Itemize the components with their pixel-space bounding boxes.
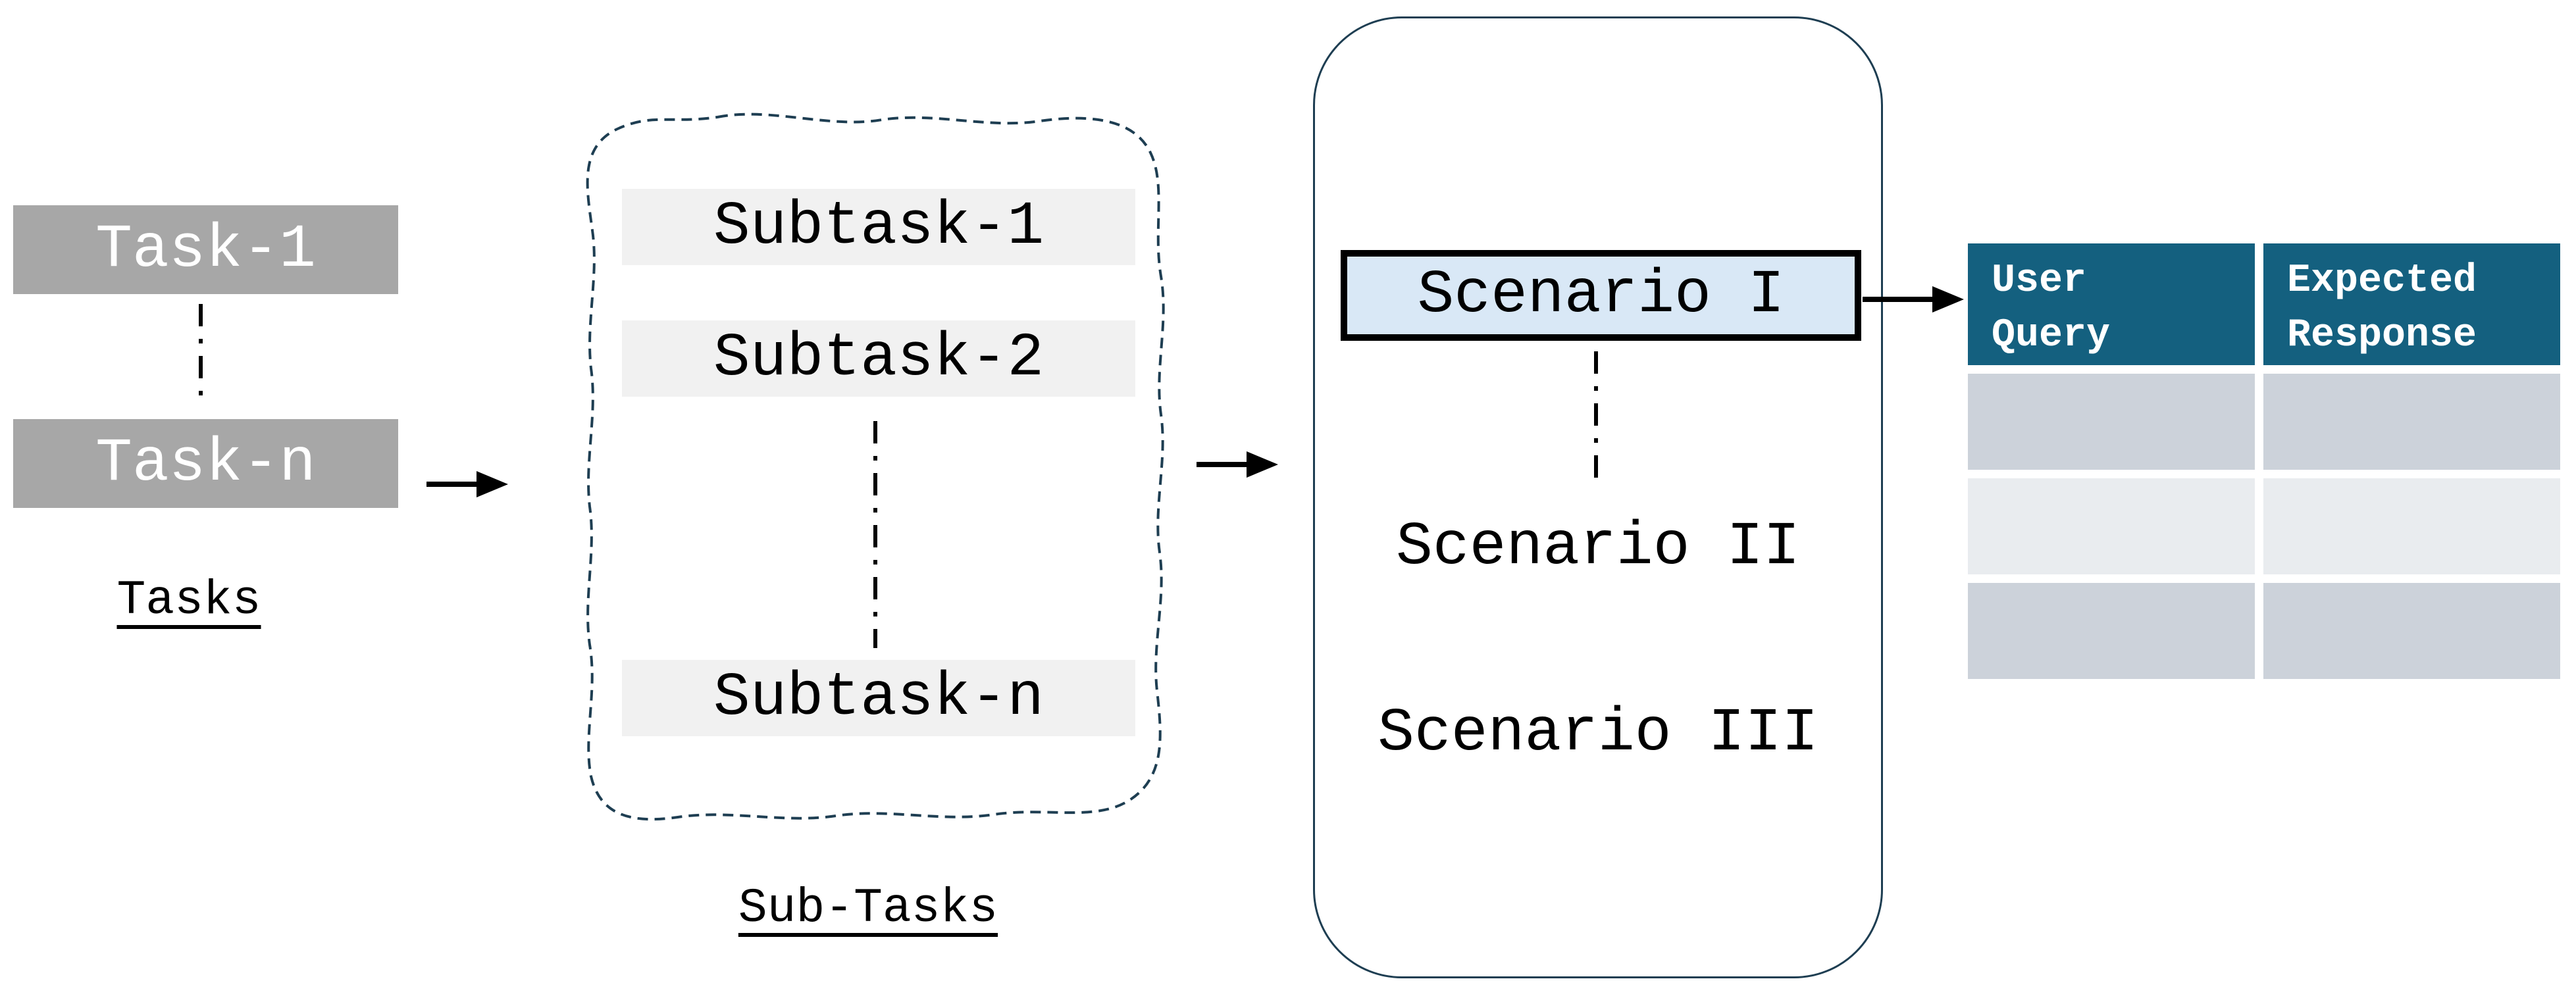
subtasks-to-scenarios-arrow-icon	[1197, 451, 1278, 478]
table-cell	[2263, 478, 2560, 574]
table-header-expected-response: Expected Response	[2263, 243, 2560, 365]
subtasks-group-label: Sub-Tasks	[738, 881, 998, 936]
scenario-2-label: Scenario II	[1396, 513, 1800, 582]
table-header-user-query: User Query	[1968, 243, 2255, 365]
scenario-1-box: Scenario I	[1341, 250, 1861, 341]
table-cell	[2263, 583, 2560, 679]
tasks-to-subtasks-arrow-icon	[426, 471, 508, 497]
table-cell	[1968, 374, 2255, 470]
scenarios-container	[1313, 16, 1883, 978]
task-n-box: Task-n	[13, 419, 398, 508]
subtask-1-box: Subtask-1	[622, 189, 1135, 265]
scenario-3-label: Scenario III	[1378, 699, 1818, 768]
subtask-n-box: Subtask-n	[622, 660, 1135, 736]
task-1-box: Task-1	[13, 205, 398, 294]
table-cell	[1968, 583, 2255, 679]
table-cell	[1968, 478, 2255, 574]
tasks-group-label: Tasks	[116, 573, 261, 628]
query-response-table: User Query Expected Response	[1968, 243, 2560, 679]
table-cell	[2263, 374, 2560, 470]
subtask-2-box: Subtask-2	[622, 320, 1135, 397]
